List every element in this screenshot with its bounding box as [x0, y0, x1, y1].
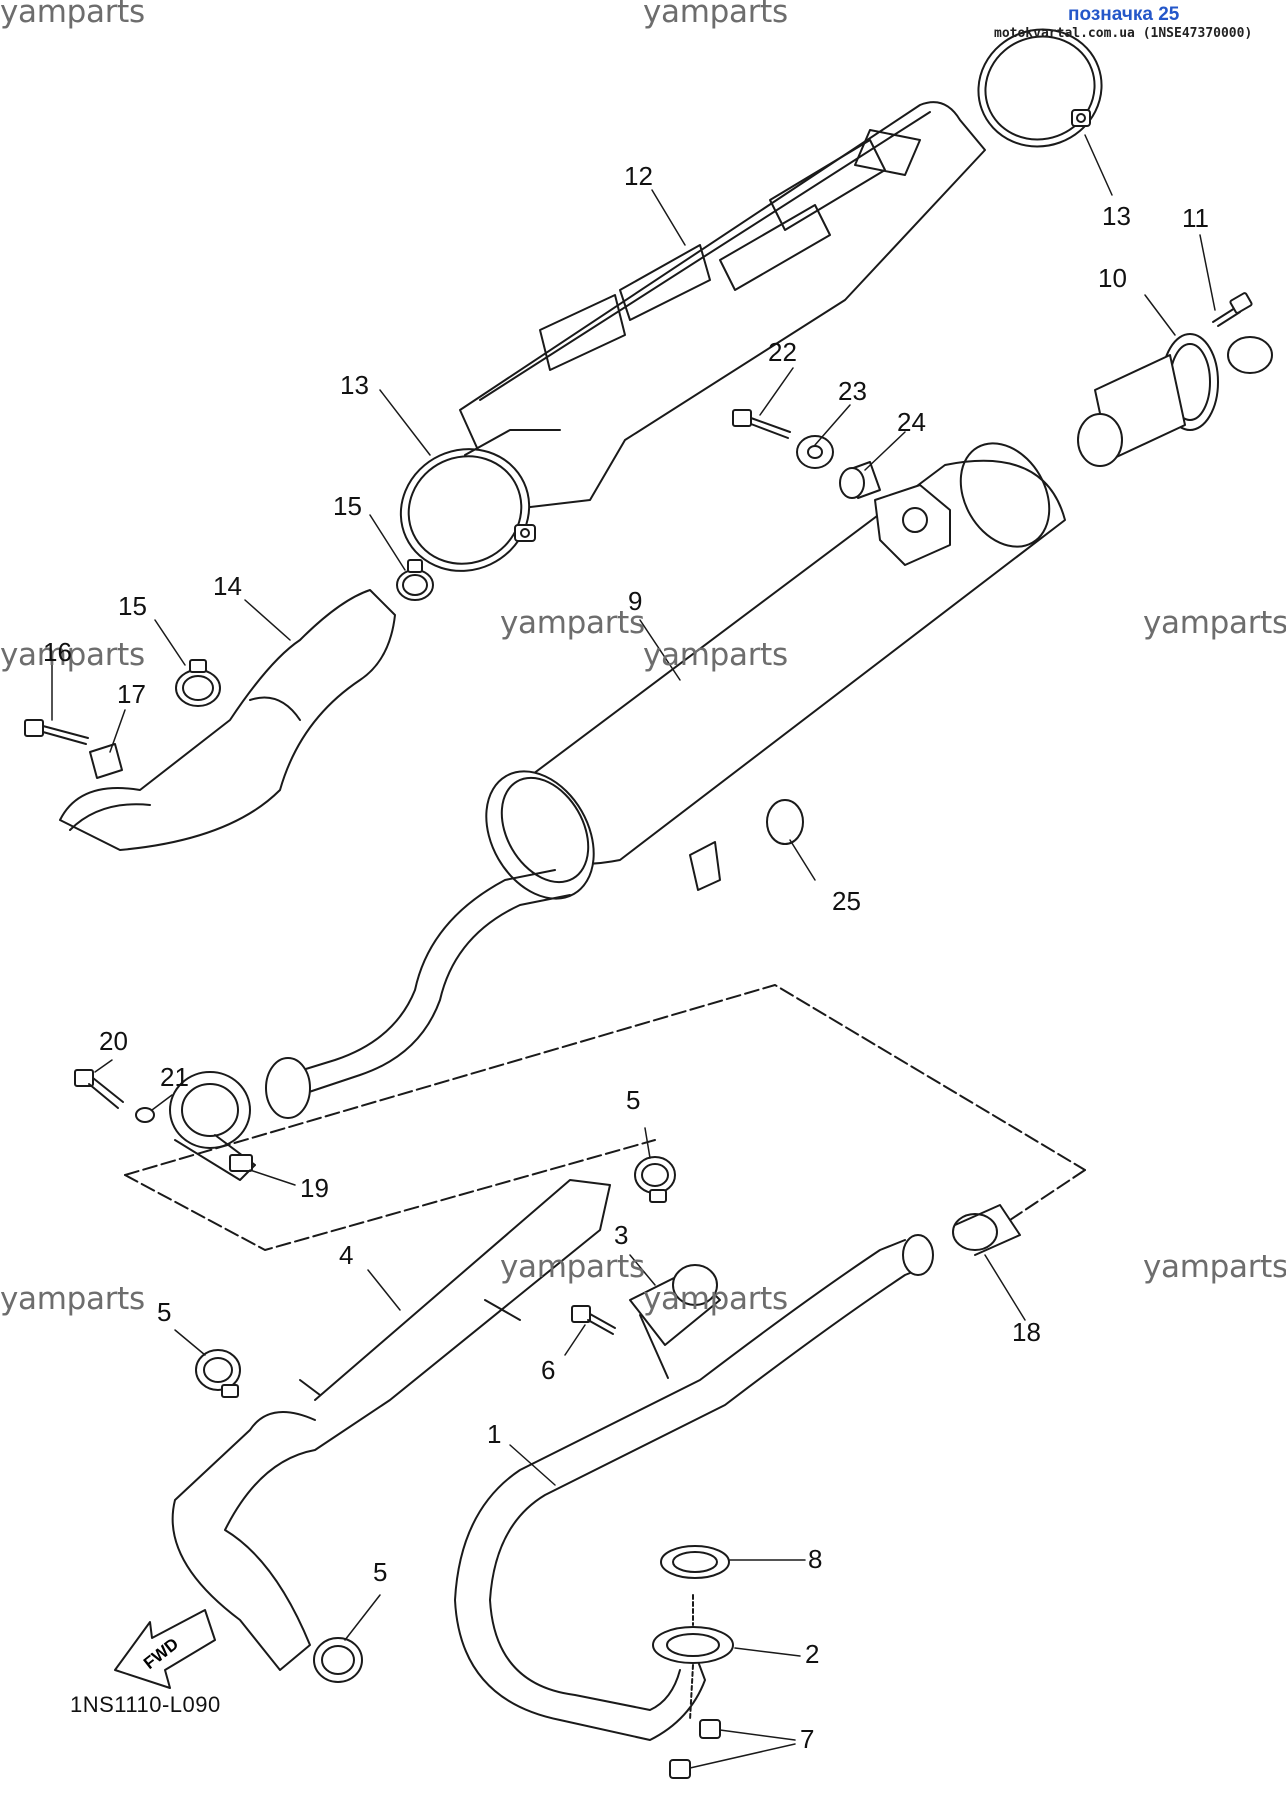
- tailpipe-part: [1077, 333, 1273, 467]
- callout-2: 2: [805, 1639, 820, 1669]
- callout-13: 13: [1102, 201, 1131, 231]
- callout-24: 24: [897, 407, 926, 437]
- callout-20: 20: [99, 1026, 128, 1056]
- exhaust-pipe-4-part: [171, 1179, 611, 1671]
- damper-24-part: [839, 461, 881, 499]
- watermark: yamparts: [643, 0, 788, 30]
- watermark: yamparts: [0, 1281, 145, 1317]
- assembly-outline: [124, 984, 1086, 1251]
- clamp-5-a-part: [634, 1156, 676, 1203]
- exhaust-pipe-1-part: [454, 1234, 934, 1741]
- callout-18: 18: [1012, 1317, 1041, 1347]
- diagram-code: 1NS1110-L090: [70, 1692, 221, 1717]
- callout-8: 8: [808, 1544, 823, 1574]
- clamp-15-lower-part: [175, 659, 221, 707]
- callout-5: 5: [626, 1085, 641, 1115]
- muffler-part: [265, 442, 1066, 1119]
- nuts-7-part: [669, 1664, 721, 1779]
- collar-23-part: [796, 435, 834, 469]
- callout-12: 12: [624, 161, 653, 191]
- watermark: yamparts: [643, 637, 788, 673]
- header-source: motokvartal.com.ua (1NSE47370000): [994, 26, 1253, 41]
- bolt-20-part: [74, 1069, 124, 1109]
- callout-15: 15: [333, 491, 362, 521]
- callout-23: 23: [838, 376, 867, 406]
- callout-6: 6: [541, 1355, 556, 1385]
- callout-5: 5: [157, 1297, 172, 1327]
- watermark: yamparts: [0, 637, 145, 673]
- watermark: yamparts: [1143, 1249, 1286, 1285]
- clamp-5-b-part: [195, 1349, 241, 1398]
- callout-17: 17: [117, 679, 146, 709]
- callout-14: 14: [213, 571, 242, 601]
- flange-2-part: [652, 1594, 734, 1664]
- clamp-5-c-part: [313, 1637, 363, 1683]
- muffler-band-lower: [399, 429, 561, 572]
- callout-11: 11: [1182, 203, 1209, 233]
- watermark: yamparts: [500, 605, 645, 641]
- clamp-19-part: [169, 1071, 256, 1181]
- callout-22: 22: [768, 337, 797, 367]
- header-title: позначка 25: [1068, 4, 1180, 25]
- bolt-16-part: [24, 719, 89, 745]
- watermark: yamparts: [500, 1249, 645, 1285]
- watermark: yamparts: [643, 1281, 788, 1317]
- watermark: yamparts: [1143, 605, 1286, 641]
- callout-4: 4: [339, 1240, 354, 1270]
- gasket-18-part: [952, 1204, 1021, 1256]
- fwd-arrow-icon: [114, 1609, 216, 1689]
- callout-1: 1: [487, 1419, 502, 1449]
- callout-25: 25: [832, 886, 861, 916]
- heat-protector-part: [459, 101, 986, 511]
- callout-16: 16: [43, 637, 72, 667]
- callout-15: 15: [118, 591, 147, 621]
- callout-9: 9: [628, 586, 643, 616]
- callout-19: 19: [300, 1173, 329, 1203]
- bolt-22-part: [732, 409, 791, 439]
- callout-13: 13: [340, 370, 369, 400]
- clamp-15-upper-part: [396, 559, 434, 601]
- bracket-3-part: [629, 1264, 721, 1379]
- callout-10: 10: [1098, 263, 1127, 293]
- bolt-11-part: [1212, 292, 1253, 327]
- callout-5: 5: [373, 1557, 388, 1587]
- heat-protector-14-part: [59, 589, 396, 851]
- washer-21-part: [135, 1107, 155, 1123]
- muffler-band-upper: [977, 28, 1103, 148]
- callout-21: 21: [160, 1062, 189, 1092]
- bolt-6-part: [571, 1305, 616, 1335]
- watermark: yamparts: [0, 0, 145, 30]
- collar-17-part: [89, 743, 123, 779]
- callout-3: 3: [614, 1220, 629, 1250]
- callout-7: 7: [800, 1724, 815, 1754]
- leader-lines: [51, 134, 1216, 1769]
- gasket-8-part: [660, 1545, 730, 1579]
